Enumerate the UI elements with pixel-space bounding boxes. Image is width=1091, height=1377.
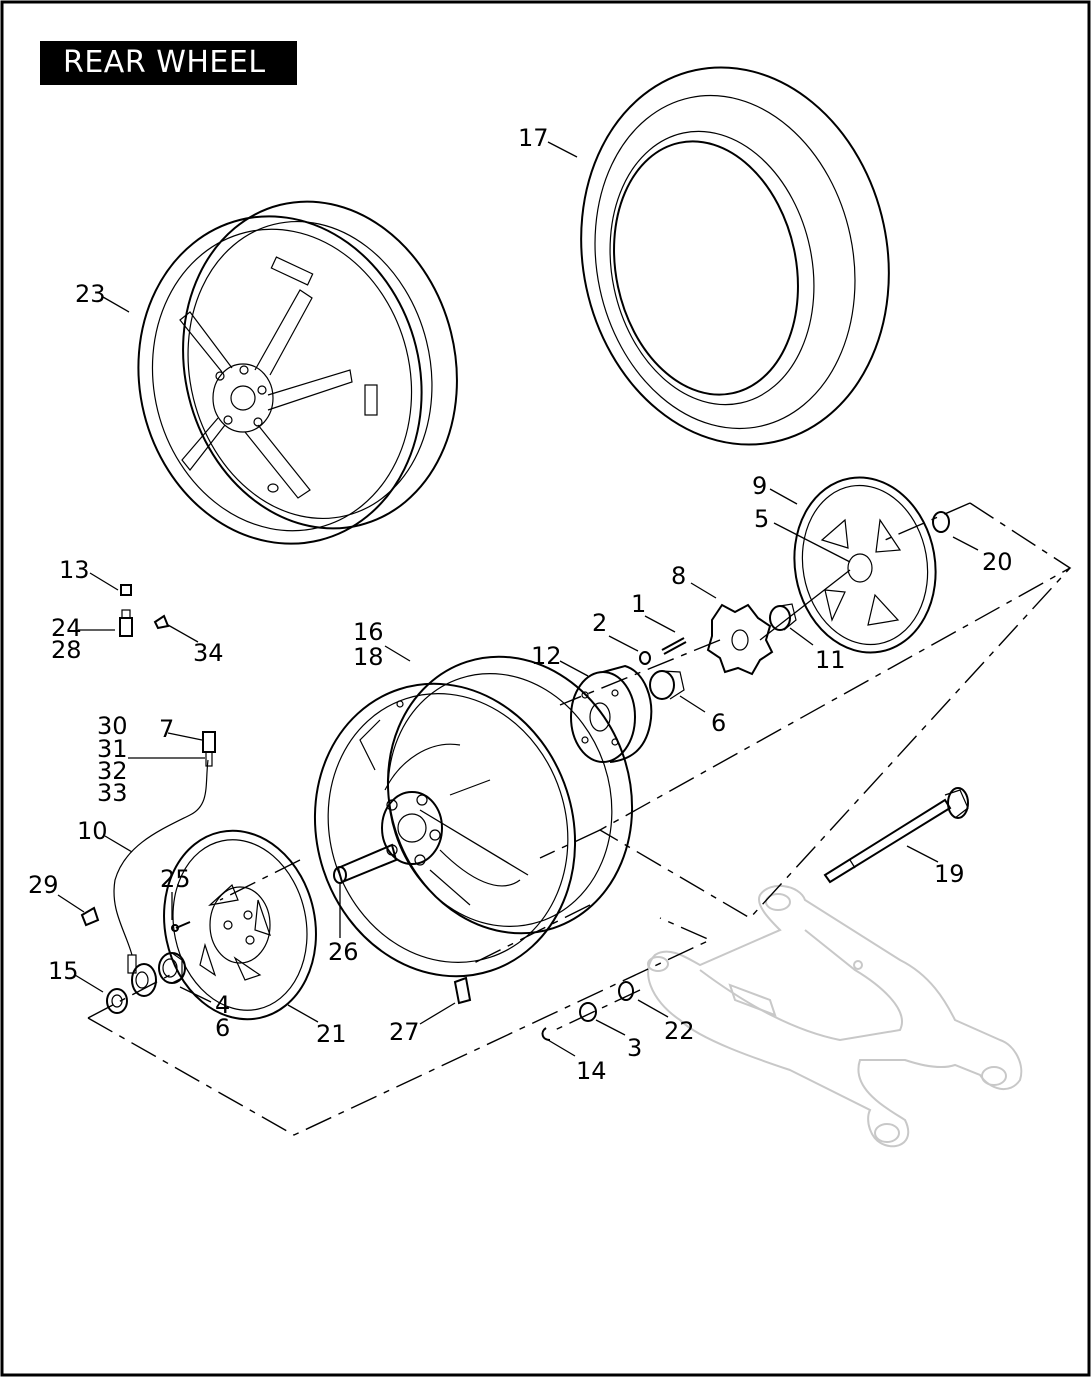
rear-axle bbox=[823, 787, 969, 884]
callout-27: 27 bbox=[389, 1018, 420, 1046]
callout-1: 1 bbox=[631, 590, 646, 618]
spacer-11 bbox=[769, 603, 797, 631]
balance-weight bbox=[153, 614, 170, 630]
callout-20: 20 bbox=[982, 548, 1013, 576]
brake-rotor bbox=[163, 829, 317, 1021]
axle-washer bbox=[618, 981, 634, 1001]
callout-17: 17 bbox=[518, 124, 549, 152]
cast-wheel bbox=[137, 200, 458, 545]
callout-8: 8 bbox=[671, 562, 686, 590]
callout-11: 11 bbox=[815, 646, 846, 674]
callout-12: 12 bbox=[531, 642, 562, 670]
wheel-speed-sensor bbox=[113, 759, 209, 997]
callout-24: 24 bbox=[51, 614, 82, 642]
leader-lines bbox=[57, 141, 979, 1057]
bolt-1 bbox=[661, 637, 687, 655]
callout-7: 7 bbox=[159, 715, 174, 743]
rotor-screw bbox=[171, 921, 191, 932]
rear-wheel bbox=[313, 655, 634, 978]
callout-15: 15 bbox=[48, 957, 79, 985]
hub-bearing bbox=[649, 670, 685, 700]
callout-29: 29 bbox=[28, 871, 59, 899]
callout-2: 2 bbox=[592, 609, 607, 637]
callout-6a: 6 bbox=[711, 709, 726, 737]
callout-34: 34 bbox=[193, 639, 224, 667]
callout-10: 10 bbox=[77, 817, 108, 845]
bearing-left bbox=[158, 952, 186, 984]
callout-32: 32 bbox=[97, 757, 128, 785]
axle-spacer bbox=[333, 843, 398, 884]
isolator bbox=[706, 603, 774, 676]
axle-nut bbox=[579, 1002, 597, 1022]
drive-sprocket bbox=[759, 476, 937, 654]
callout-14: 14 bbox=[576, 1057, 607, 1085]
sprocket-hub bbox=[570, 664, 653, 763]
valve-cap bbox=[120, 584, 132, 596]
callout-22: 22 bbox=[664, 1017, 695, 1045]
callout-labels: 17 23 9 5 20 8 1 2 12 11 6 16 18 13 24 2… bbox=[28, 124, 1013, 1085]
callout-25: 25 bbox=[160, 865, 191, 893]
callout-19: 19 bbox=[934, 860, 965, 888]
callout-6b: 6 bbox=[215, 1014, 230, 1042]
callout-31: 31 bbox=[97, 735, 128, 763]
seal-left bbox=[106, 988, 128, 1014]
callout-3: 3 bbox=[627, 1034, 642, 1062]
callout-28: 28 bbox=[51, 636, 82, 664]
cable-clip bbox=[80, 906, 100, 927]
callout-9: 9 bbox=[752, 472, 767, 500]
callout-23: 23 bbox=[75, 280, 106, 308]
assembly-centerlines bbox=[87, 502, 1072, 1136]
tire bbox=[580, 66, 890, 446]
washer-2 bbox=[639, 651, 651, 665]
callout-21: 21 bbox=[316, 1020, 347, 1048]
callout-33: 33 bbox=[97, 779, 128, 807]
callout-13: 13 bbox=[59, 556, 90, 584]
title-banner bbox=[40, 41, 297, 85]
nut-20 bbox=[932, 511, 950, 533]
callout-16: 16 bbox=[353, 618, 384, 646]
swingarm bbox=[647, 884, 1023, 1148]
callout-4: 4 bbox=[215, 991, 230, 1019]
diagram-title: REAR WHEEL bbox=[63, 45, 266, 80]
valve-grommet bbox=[453, 976, 472, 1005]
callout-30: 30 bbox=[97, 712, 128, 740]
cotter-pin bbox=[541, 1027, 551, 1041]
callout-26: 26 bbox=[328, 938, 359, 966]
sensor-connector bbox=[202, 731, 216, 767]
callout-5: 5 bbox=[754, 505, 769, 533]
valve-stem bbox=[119, 609, 133, 637]
callout-18: 18 bbox=[353, 643, 384, 671]
